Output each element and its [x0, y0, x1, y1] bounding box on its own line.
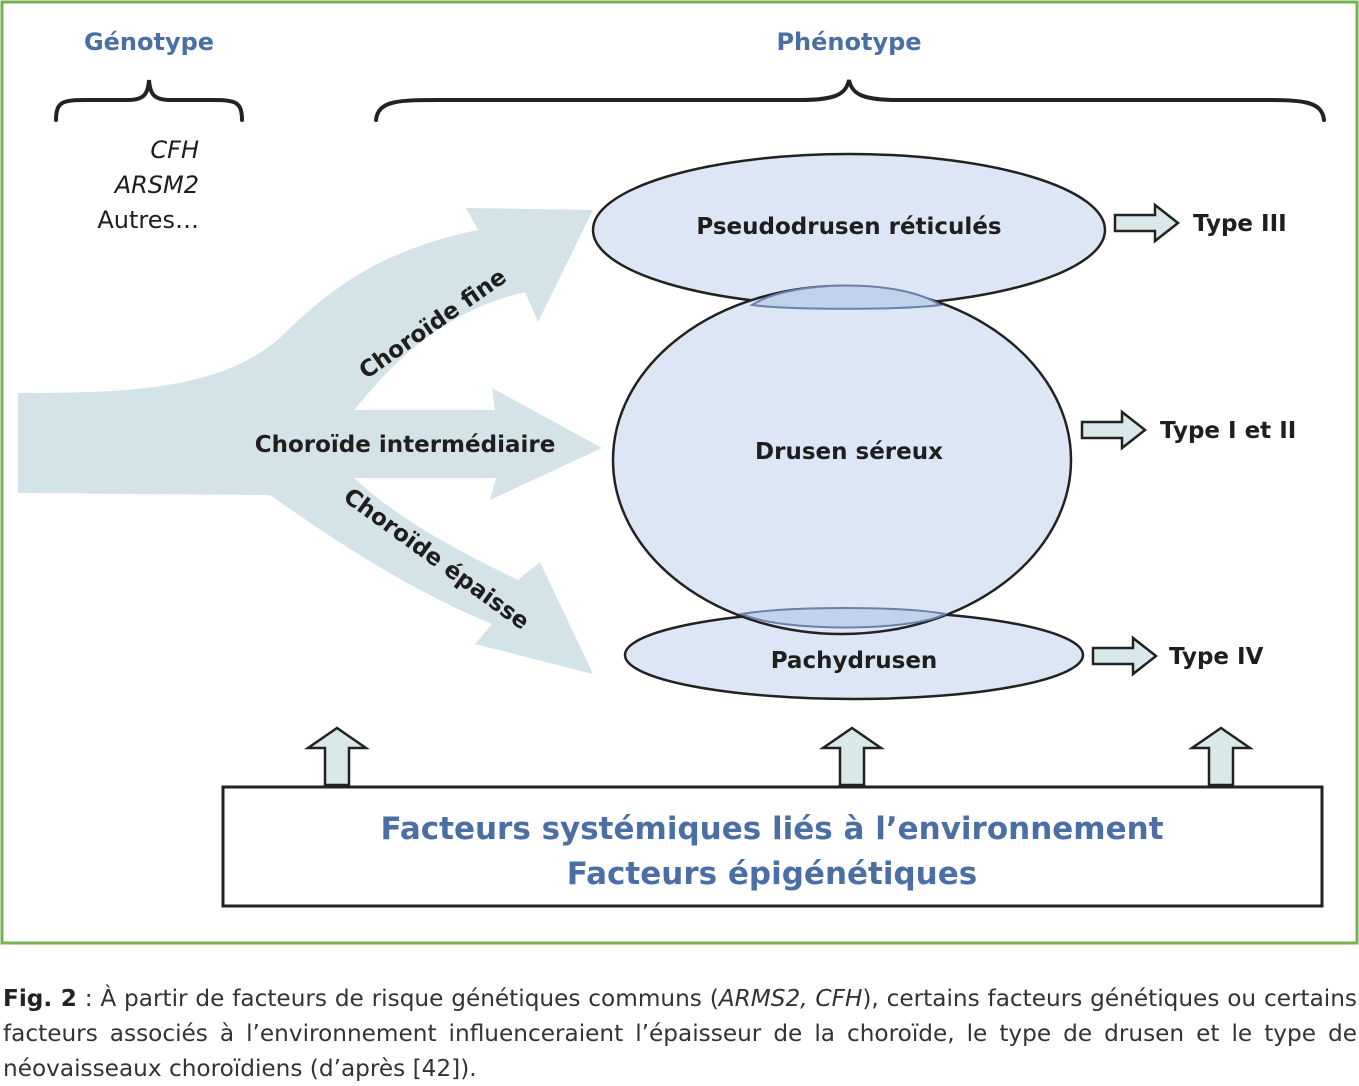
caption-genes: ARMS2, CFH [718, 985, 863, 1012]
genotype-heading: Génotype [84, 28, 214, 56]
type3-label: Type III [1193, 211, 1287, 237]
arrow-to-type4 [1091, 635, 1159, 677]
overlap-top [749, 284, 943, 310]
caption-label: Fig. 2 [3, 985, 77, 1012]
type12-label: Type I et II [1160, 418, 1296, 444]
serous-drusen-label: Drusen séreux [755, 439, 943, 465]
gene-arsm2: ARSM2 [113, 171, 199, 199]
overlap-bottom [738, 607, 949, 629]
pseudodrusen-label: Pseudodrusen réticulés [696, 214, 1001, 240]
up-arrow-center [818, 726, 886, 787]
factors-line2: Facteurs épigénétiques [567, 856, 977, 892]
gene-cfh: CFH [150, 136, 199, 164]
factors-box [221, 785, 1324, 908]
arrow-to-type12 [1080, 409, 1148, 451]
pachydrusen-label: Pachydrusen [771, 648, 938, 674]
figure-panel: Génotype Phénotype CFH ARSM2 Autres… Cho… [0, 0, 1359, 945]
genotype-brace [54, 79, 244, 122]
up-arrow-left [303, 726, 371, 787]
up-arrow-right [1187, 726, 1255, 787]
frame-border [0, 0, 1359, 945]
diagram: Génotype Phénotype CFH ARSM2 Autres… Cho… [0, 0, 1359, 945]
type4-label: Type IV [1169, 644, 1264, 670]
phenotype-heading: Phénotype [776, 28, 921, 56]
arrow-to-type3 [1113, 202, 1181, 244]
figure-caption: Fig. 2 : À partir de facteurs de risque … [3, 981, 1357, 1086]
branching-flow-arrow [18, 208, 602, 674]
caption-part2: ), certains facteurs génétiques ou certa… [3, 985, 1358, 1082]
phenotype-brace [374, 79, 1326, 122]
choroid-intermediate-label: Choroïde intermédiaire [255, 432, 556, 458]
factors-line1: Facteurs systémiques liés à l’environnem… [380, 811, 1163, 847]
gene-others: Autres… [97, 206, 199, 234]
caption-part1: : À partir de facteurs de risque génétiq… [76, 985, 719, 1012]
